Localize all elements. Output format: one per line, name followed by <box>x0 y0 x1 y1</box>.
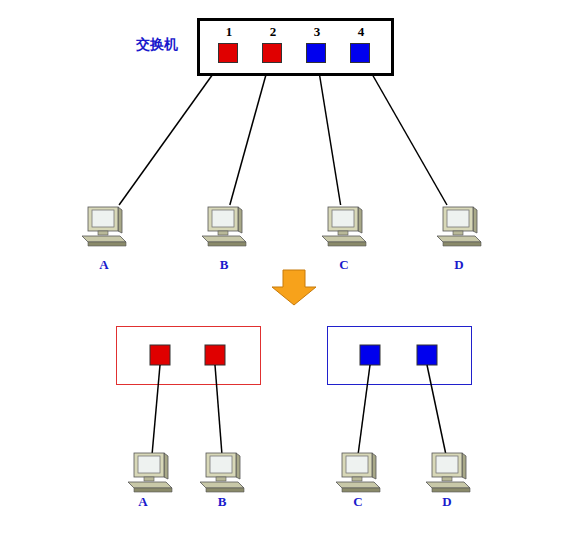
switch-port: 4 <box>350 43 370 63</box>
computer-icon <box>200 205 248 247</box>
switch-label: 交换机 <box>136 36 178 54</box>
computer-icon <box>128 453 172 492</box>
computer-label: D <box>439 494 455 510</box>
transform-arrow <box>272 270 316 305</box>
cable <box>215 365 222 455</box>
computer-icon <box>320 205 368 247</box>
computer-label: B <box>214 494 230 510</box>
cable <box>152 365 160 455</box>
computer-icon <box>80 205 128 247</box>
cable <box>318 63 341 205</box>
switch-port: 2 <box>262 43 282 63</box>
port-num: 3 <box>297 24 337 40</box>
cable <box>366 63 447 205</box>
computer-icon <box>435 205 483 247</box>
port-num: 4 <box>341 24 381 40</box>
port-num: 1 <box>209 24 249 40</box>
switch-port: 3 <box>306 43 326 63</box>
port-num: 2 <box>253 24 293 40</box>
cable <box>427 365 446 455</box>
computer-node: A <box>80 205 128 247</box>
pc-label: C <box>320 257 368 273</box>
computer-icon <box>426 453 470 492</box>
computer-icon <box>336 453 380 492</box>
computer-node: C <box>320 205 368 247</box>
computer-node: B <box>200 205 248 247</box>
cable <box>230 63 269 205</box>
vlan-group-red <box>117 327 261 385</box>
computer-node: D <box>435 205 483 247</box>
port-square <box>360 345 380 365</box>
pc-label: B <box>200 257 248 273</box>
computer-icon <box>200 453 244 492</box>
cable <box>119 63 221 205</box>
switch-port: 1 <box>218 43 238 63</box>
port-square <box>150 345 170 365</box>
cable <box>358 365 370 455</box>
pc-label: D <box>435 257 483 273</box>
switch-box: 交换机1234 <box>197 18 394 76</box>
port-square <box>205 345 225 365</box>
computer-label: C <box>350 494 366 510</box>
pc-label: A <box>80 257 128 273</box>
port-square <box>417 345 437 365</box>
vlan-group-blue <box>328 327 472 385</box>
computer-label: A <box>135 494 151 510</box>
